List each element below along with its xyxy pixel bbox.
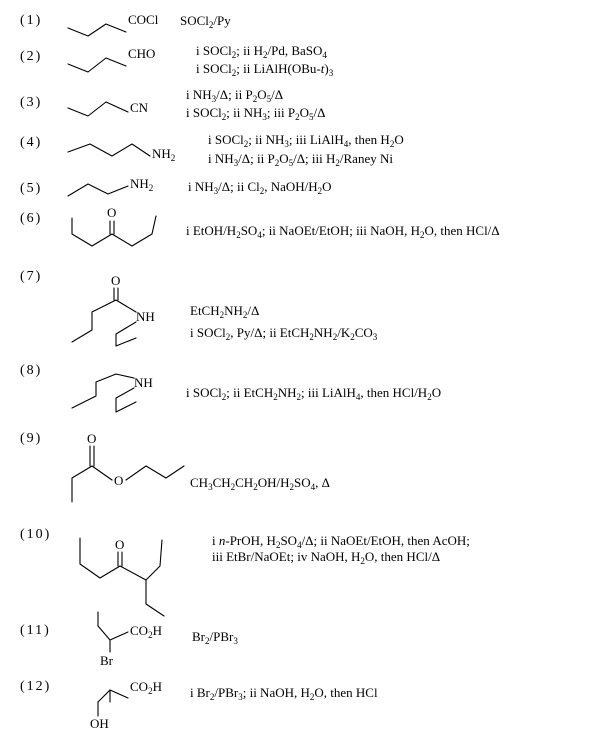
structure-4 [67, 143, 151, 157]
atom-label: O [107, 205, 117, 220]
structure-7 [71, 287, 137, 347]
reaction-conditions: i NH3/Δ; ii P2O5/Δ [186, 87, 284, 104]
atom-label: NH [134, 375, 153, 390]
atom-label: O [115, 537, 125, 552]
structure-2 [67, 57, 127, 73]
reaction-conditions: i SOCl2; ii LiAlH(OBu-t)3 [196, 61, 334, 78]
atom-label: O [87, 431, 97, 446]
atom-label: NH2 [152, 146, 176, 163]
reaction-conditions: i NH3/Δ; ii Cl2, NaOH/H2O [188, 179, 332, 196]
atom-label: CO2H [130, 623, 162, 640]
entry-number: (3) [20, 95, 43, 110]
entry-number: (11) [20, 623, 51, 638]
structure-12 [97, 689, 129, 717]
reaction-conditions: iii EtBr/NaOEt; iv NaOH, H2O, then HCl/Δ [212, 549, 441, 566]
structure-6 [71, 215, 157, 247]
reaction-conditions: i SOCl2; ii H2/Pd, BaSO4 [196, 43, 327, 60]
reaction-conditions: CH3CH2CH2OH/H2SO4, Δ [190, 475, 330, 492]
reaction-conditions: i n-PrOH, H2SO4/Δ; ii NaOEt/EtOH, then A… [212, 533, 470, 550]
atom-label: CN [130, 100, 149, 115]
atom-label: OH [90, 716, 109, 731]
atom-label: Br [100, 653, 113, 668]
reaction-conditions: SOCl2/Py [180, 13, 231, 30]
entry-number: (5) [20, 181, 43, 196]
structure-5 [67, 183, 129, 197]
reaction-conditions: i SOCl2; ii EtCH2NH2; iii LiAlH4, then H… [186, 385, 442, 402]
entry-number: (7) [20, 269, 43, 284]
reaction-conditions: Br2/PBr3 [192, 629, 238, 646]
structure-11 [97, 611, 129, 653]
entry-number: (4) [20, 135, 43, 150]
reaction-conditions: i NH3/Δ; ii P2O5/Δ; iii H2/Raney Ni [208, 151, 393, 168]
reaction-conditions: i SOCl2, Py/Δ; ii EtCH2NH2/K2CO3 [190, 325, 378, 342]
structure-10 [79, 537, 165, 617]
atom-label: COCl [128, 12, 159, 27]
entry-number: (6) [20, 211, 43, 226]
reaction-conditions: i SOCl2; ii NH3; iii LiAlH4, then H2O [208, 132, 404, 149]
entry-number: (12) [20, 679, 52, 694]
reaction-conditions: i SOCl2; ii NH3; iii P2O5/Δ [186, 105, 326, 122]
entry-number: (9) [20, 431, 43, 446]
reaction-conditions: i Br2/PBr3; ii NaOH, H2O, then HCl [190, 685, 378, 702]
atom-label: O [111, 273, 121, 288]
structure-8 [71, 373, 137, 413]
atom-label: NH2 [130, 176, 154, 193]
entry-number: (1) [20, 13, 43, 28]
entry-number: (10) [20, 527, 52, 542]
reaction-conditions: EtCH2NH2/Δ [190, 303, 260, 320]
entry-number: (8) [20, 363, 43, 378]
atom-label: CHO [128, 46, 156, 61]
entry-number: (2) [20, 49, 43, 64]
reaction-conditions: i EtOH/H2SO4; ii NaOEt/EtOH; iii NaOH, H… [186, 223, 500, 240]
atom-label: CO2H [130, 679, 162, 696]
structure-1 [67, 23, 127, 37]
structure-9 [71, 445, 185, 503]
structure-3 [67, 101, 129, 117]
atom-label: O [114, 473, 124, 488]
atom-label: NH [136, 309, 155, 324]
